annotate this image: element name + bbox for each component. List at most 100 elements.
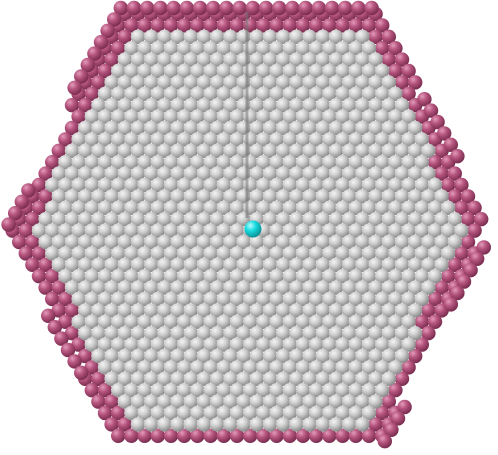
boundary-atom [78,98,93,113]
interior-atom [157,394,172,409]
interior-atom [104,326,119,341]
interior-atom [97,223,113,238]
interior-atom [177,86,192,102]
interior-atom [368,120,383,136]
interior-atom [302,371,317,386]
boundary-atom [97,405,113,421]
interior-atom [256,246,271,261]
boundary-atom [450,149,465,164]
interior-atom [78,120,93,136]
interior-atom [295,269,311,284]
interior-atom [124,63,139,79]
interior-atom [262,280,278,295]
interior-atom [256,177,271,193]
interior-atom [150,269,165,284]
interior-atom [289,75,304,90]
interior-atom [381,189,396,204]
interior-atom [256,360,271,375]
interior-atom [282,383,297,398]
interior-atom [282,246,297,261]
interior-atom [137,86,152,102]
interior-atom [295,405,311,421]
boundary-atom [84,360,100,375]
interior-atom [137,155,152,170]
interior-atom [183,234,198,250]
interior-atom [150,109,165,124]
interior-atom [170,303,185,318]
interior-atom [355,257,370,272]
interior-atom [71,269,86,284]
interior-atom [45,200,60,215]
interior-atom [256,337,271,352]
interior-atom [342,394,357,409]
boundary-atom [74,69,89,84]
boundary-atom [394,52,410,67]
boundary-atom [394,371,410,386]
interior-atom [144,280,159,295]
interior-atom [361,155,377,170]
interior-atom [388,246,403,261]
interior-atom [210,75,225,90]
interior-atom [71,155,86,170]
interior-atom [295,383,311,398]
interior-atom [249,234,264,250]
interior-atom [229,132,245,147]
interior-atom [309,132,324,147]
interior-atom [249,75,264,90]
interior-atom [282,360,297,375]
boundary-atom [361,18,377,33]
interior-atom [276,280,291,295]
boundary-atom [421,326,436,341]
interior-atom [170,29,185,44]
interior-atom [170,417,185,432]
boundary-atom [388,63,403,79]
boundary-atom [124,428,139,443]
interior-atom [91,257,106,272]
interior-atom [302,234,317,250]
interior-atom [368,326,383,341]
interior-atom [111,383,126,398]
boundary-atom [460,234,476,250]
boundary-atom [104,417,119,432]
boundary-atom [434,280,449,295]
interior-atom [368,212,383,227]
interior-atom [355,52,370,67]
interior-atom [111,246,126,261]
interior-atom [309,63,324,79]
interior-atom [348,41,363,56]
interior-atom [269,314,284,329]
interior-atom [408,303,423,318]
interior-atom [64,212,80,227]
boundary-atom [324,0,340,16]
boundary-atom [348,18,363,33]
interior-atom [381,371,396,386]
interior-atom [289,326,304,341]
interior-atom [229,246,245,261]
boundary-atom [375,405,390,421]
interior-atom [177,360,192,375]
interior-atom [335,41,350,56]
interior-atom [203,200,218,215]
interior-atom [243,246,258,261]
interior-atom [302,257,317,272]
interior-atom [315,29,330,44]
interior-atom [408,257,423,272]
interior-atom [190,314,205,329]
interior-atom [375,383,390,398]
interior-atom [117,75,132,90]
interior-atom [302,394,317,409]
boundary-atom [463,263,478,278]
interior-atom [388,223,403,238]
interior-atom-layer [31,29,469,432]
interior-atom [421,234,436,250]
interior-atom [183,212,198,227]
interior-atom [236,280,251,295]
interior-atom [315,52,330,67]
interior-atom [117,326,132,341]
interior-atom [269,337,284,352]
interior-atom [111,314,126,329]
interior-atom [210,303,225,318]
boundary-atom [408,75,423,90]
interior-atom [144,52,159,67]
interior-atom [150,86,165,102]
